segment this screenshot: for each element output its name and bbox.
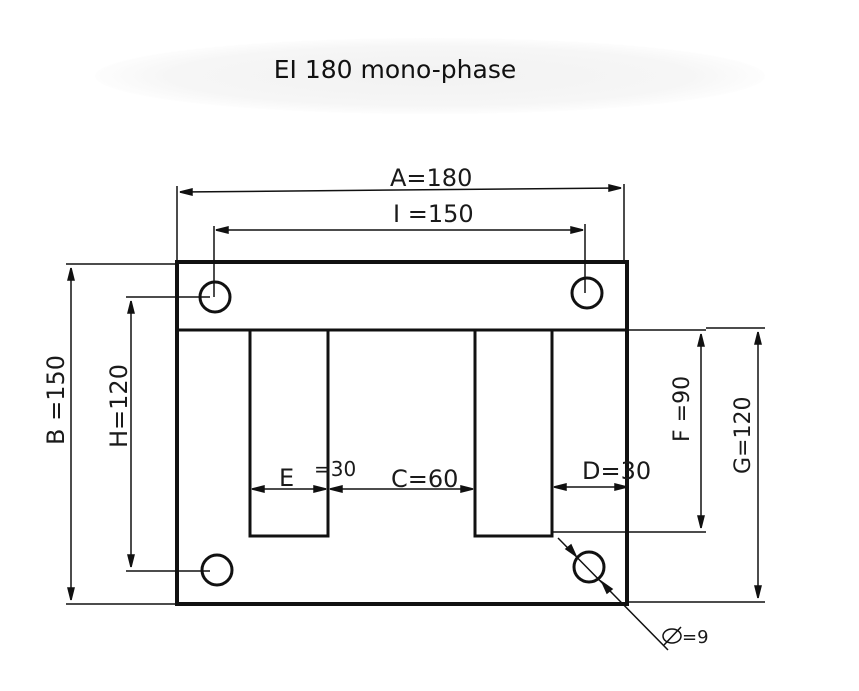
dimension-g-label: G=120 [731,397,756,474]
core-outline [175,260,629,606]
dimension-b [66,263,177,605]
dimension-ecd [251,483,628,493]
dimension-f-label: F =90 [670,376,695,442]
dimension-hole-label: =9 [682,627,709,648]
dimension-g [627,327,765,603]
dimension-a-label: A=180 [390,164,472,192]
left-window [248,328,330,538]
dimension-b-label: B =150 [42,355,70,445]
dimension-a [176,184,625,262]
dimension-e-label: E [279,464,294,492]
title-background [95,38,765,114]
dimension-e-value: =30 [314,457,356,481]
dimension-h-label: H=120 [105,364,133,448]
dimension-d-label: D=30 [582,457,651,485]
dimension-i-label: I =150 [393,200,474,228]
drawing-title: EI 180 mono-phase [273,55,517,84]
hole-top-right [570,276,604,310]
dimension-f [552,329,706,533]
hole-bottom-left [200,553,234,587]
hole-bottom-right [572,550,606,584]
diameter-symbol-icon [662,626,682,646]
dimension-c-label: C=60 [391,465,458,493]
dimension-hole-diameter [557,537,669,651]
dimension-h [126,296,210,572]
dimension-i [213,224,586,297]
right-window [473,328,554,538]
